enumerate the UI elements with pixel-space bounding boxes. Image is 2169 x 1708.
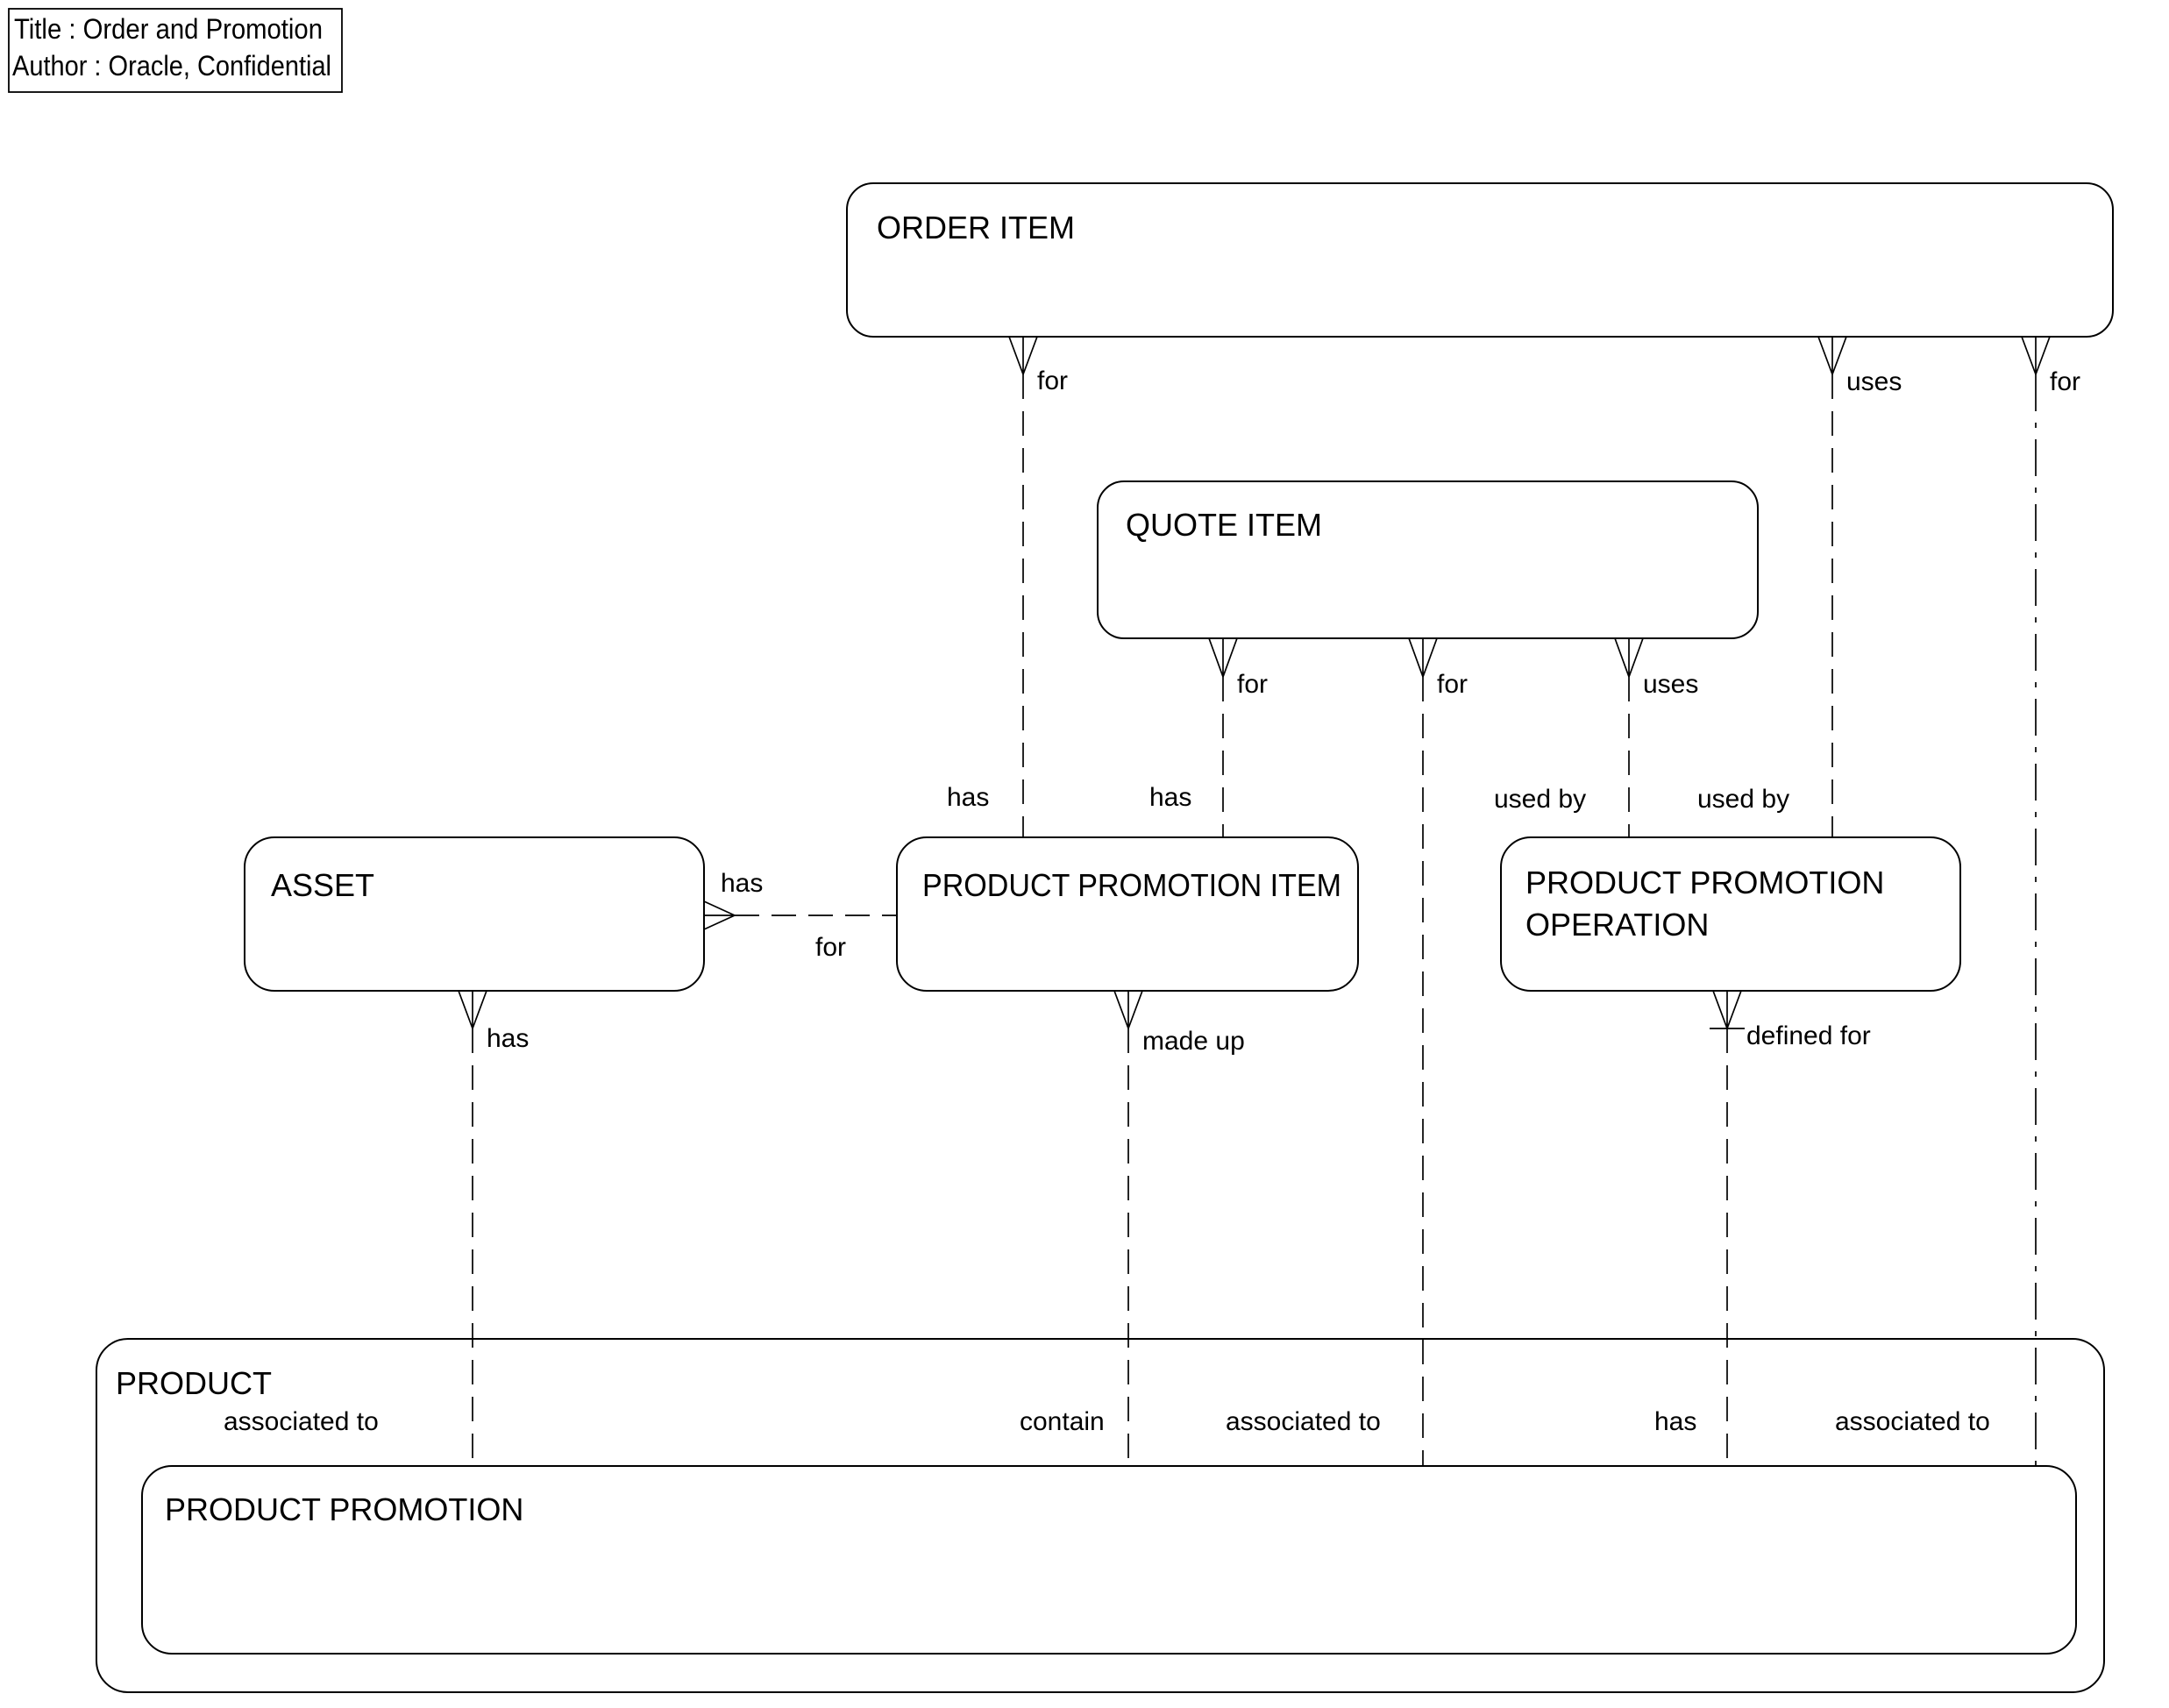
relationship-label: uses	[1846, 367, 1902, 396]
entity-asset[interactable]: ASSET	[244, 836, 705, 992]
relationship-label: defined for	[1746, 1021, 1871, 1050]
diagram-title: Title : Order and Promotion	[14, 13, 323, 45]
title-block-border	[8, 8, 343, 93]
entity-product-promotion[interactable]: PRODUCT PROMOTION	[141, 1465, 2077, 1655]
diagram-author: Author : Oracle, Confidential	[12, 50, 331, 82]
relationship-asset-product-promotion-item[interactable]: has for	[703, 869, 897, 962]
entity-order-item[interactable]: ORDER ITEM	[846, 182, 2114, 338]
relationship-label: associated to	[224, 1407, 379, 1436]
entity-order-item-label: ORDER ITEM	[877, 210, 1075, 246]
relationship-label: uses	[1643, 670, 1698, 699]
crow-foot-icon	[703, 900, 736, 930]
entity-product-promotion-shape[interactable]	[141, 1465, 2077, 1655]
relationship-asset-product-promotion[interactable]: has associated to	[224, 990, 529, 1466]
relationship-label: has	[1654, 1407, 1696, 1436]
title-block: Title : Order and Promotion Author : Ora…	[8, 8, 343, 93]
entity-product-promotion-operation-label-line2: OPERATION	[1525, 907, 1709, 943]
entity-quote-item-label: QUOTE ITEM	[1126, 507, 1322, 543]
crow-foot-icon	[1614, 637, 1644, 678]
relationship-label: has	[721, 869, 763, 898]
relationship-label: for	[1037, 367, 1068, 395]
crow-foot-icon	[458, 990, 487, 1029]
relationship-quote-item-product-promotion[interactable]: for associated to	[1226, 637, 1468, 1466]
relationship-label: has	[947, 783, 989, 812]
crow-foot-icon	[1408, 637, 1438, 678]
entity-quote-item-shape[interactable]	[1097, 480, 1759, 639]
relationship-label: associated to	[1226, 1407, 1381, 1436]
relationship-label: associated to	[1835, 1407, 1990, 1436]
crow-foot-icon	[1008, 336, 1038, 375]
crow-foot-icon	[1113, 990, 1143, 1029]
relationship-label: for	[815, 933, 846, 962]
entity-product-promotion-item-label: PRODUCT PROMOTION ITEM	[922, 867, 1341, 903]
relationship-quote-item-product-promotion-item[interactable]: for has	[1149, 637, 1268, 837]
crow-foot-icon	[1712, 990, 1742, 1029]
relationship-order-item-product-promotion[interactable]: for associated to	[1835, 336, 2080, 1466]
relationship-label: for	[2050, 367, 2080, 396]
entity-product-promotion-operation-shape[interactable]	[1500, 836, 1961, 992]
entity-product-promotion-label: PRODUCT PROMOTION	[165, 1491, 523, 1527]
relationship-product-promotion-operation-product-promotion[interactable]: defined for has	[1654, 990, 1871, 1466]
entity-product-promotion-item-shape[interactable]	[896, 836, 1359, 992]
relationship-label: has	[487, 1024, 529, 1053]
entity-product-promotion-operation[interactable]: PRODUCT PROMOTION OPERATION	[1500, 836, 1961, 992]
entity-product-promotion-operation-label-line1: PRODUCT PROMOTION	[1525, 865, 1884, 900]
relationship-label: used by	[1697, 785, 1789, 814]
relationship-product-promotion-item-product-promotion[interactable]: made up contain	[1020, 990, 1245, 1466]
relationship-label: for	[1237, 670, 1268, 699]
relationship-quote-item-product-promotion-operation[interactable]: uses used by	[1494, 637, 1698, 837]
entity-quote-item[interactable]: QUOTE ITEM	[1097, 480, 1759, 639]
relationship-order-item-product-promotion-operation[interactable]: uses used by	[1697, 336, 1902, 837]
relationship-label: contain	[1020, 1407, 1105, 1436]
entity-product-promotion-item[interactable]: PRODUCT PROMOTION ITEM	[896, 836, 1359, 992]
crow-foot-icon	[1817, 336, 1847, 375]
relationship-label: used by	[1494, 785, 1586, 814]
crow-foot-icon	[1208, 637, 1238, 678]
entity-product-label: PRODUCT	[116, 1365, 272, 1401]
relationship-label: for	[1437, 670, 1468, 699]
crow-foot-icon	[2021, 336, 2051, 375]
entity-asset-label: ASSET	[271, 867, 374, 903]
entity-asset-shape[interactable]	[244, 836, 705, 992]
relationship-order-item-product-promotion-item[interactable]: for has	[947, 336, 1068, 837]
relationship-label: has	[1149, 783, 1191, 812]
relationship-label: made up	[1142, 1027, 1245, 1056]
entity-order-item-shape[interactable]	[846, 182, 2114, 338]
